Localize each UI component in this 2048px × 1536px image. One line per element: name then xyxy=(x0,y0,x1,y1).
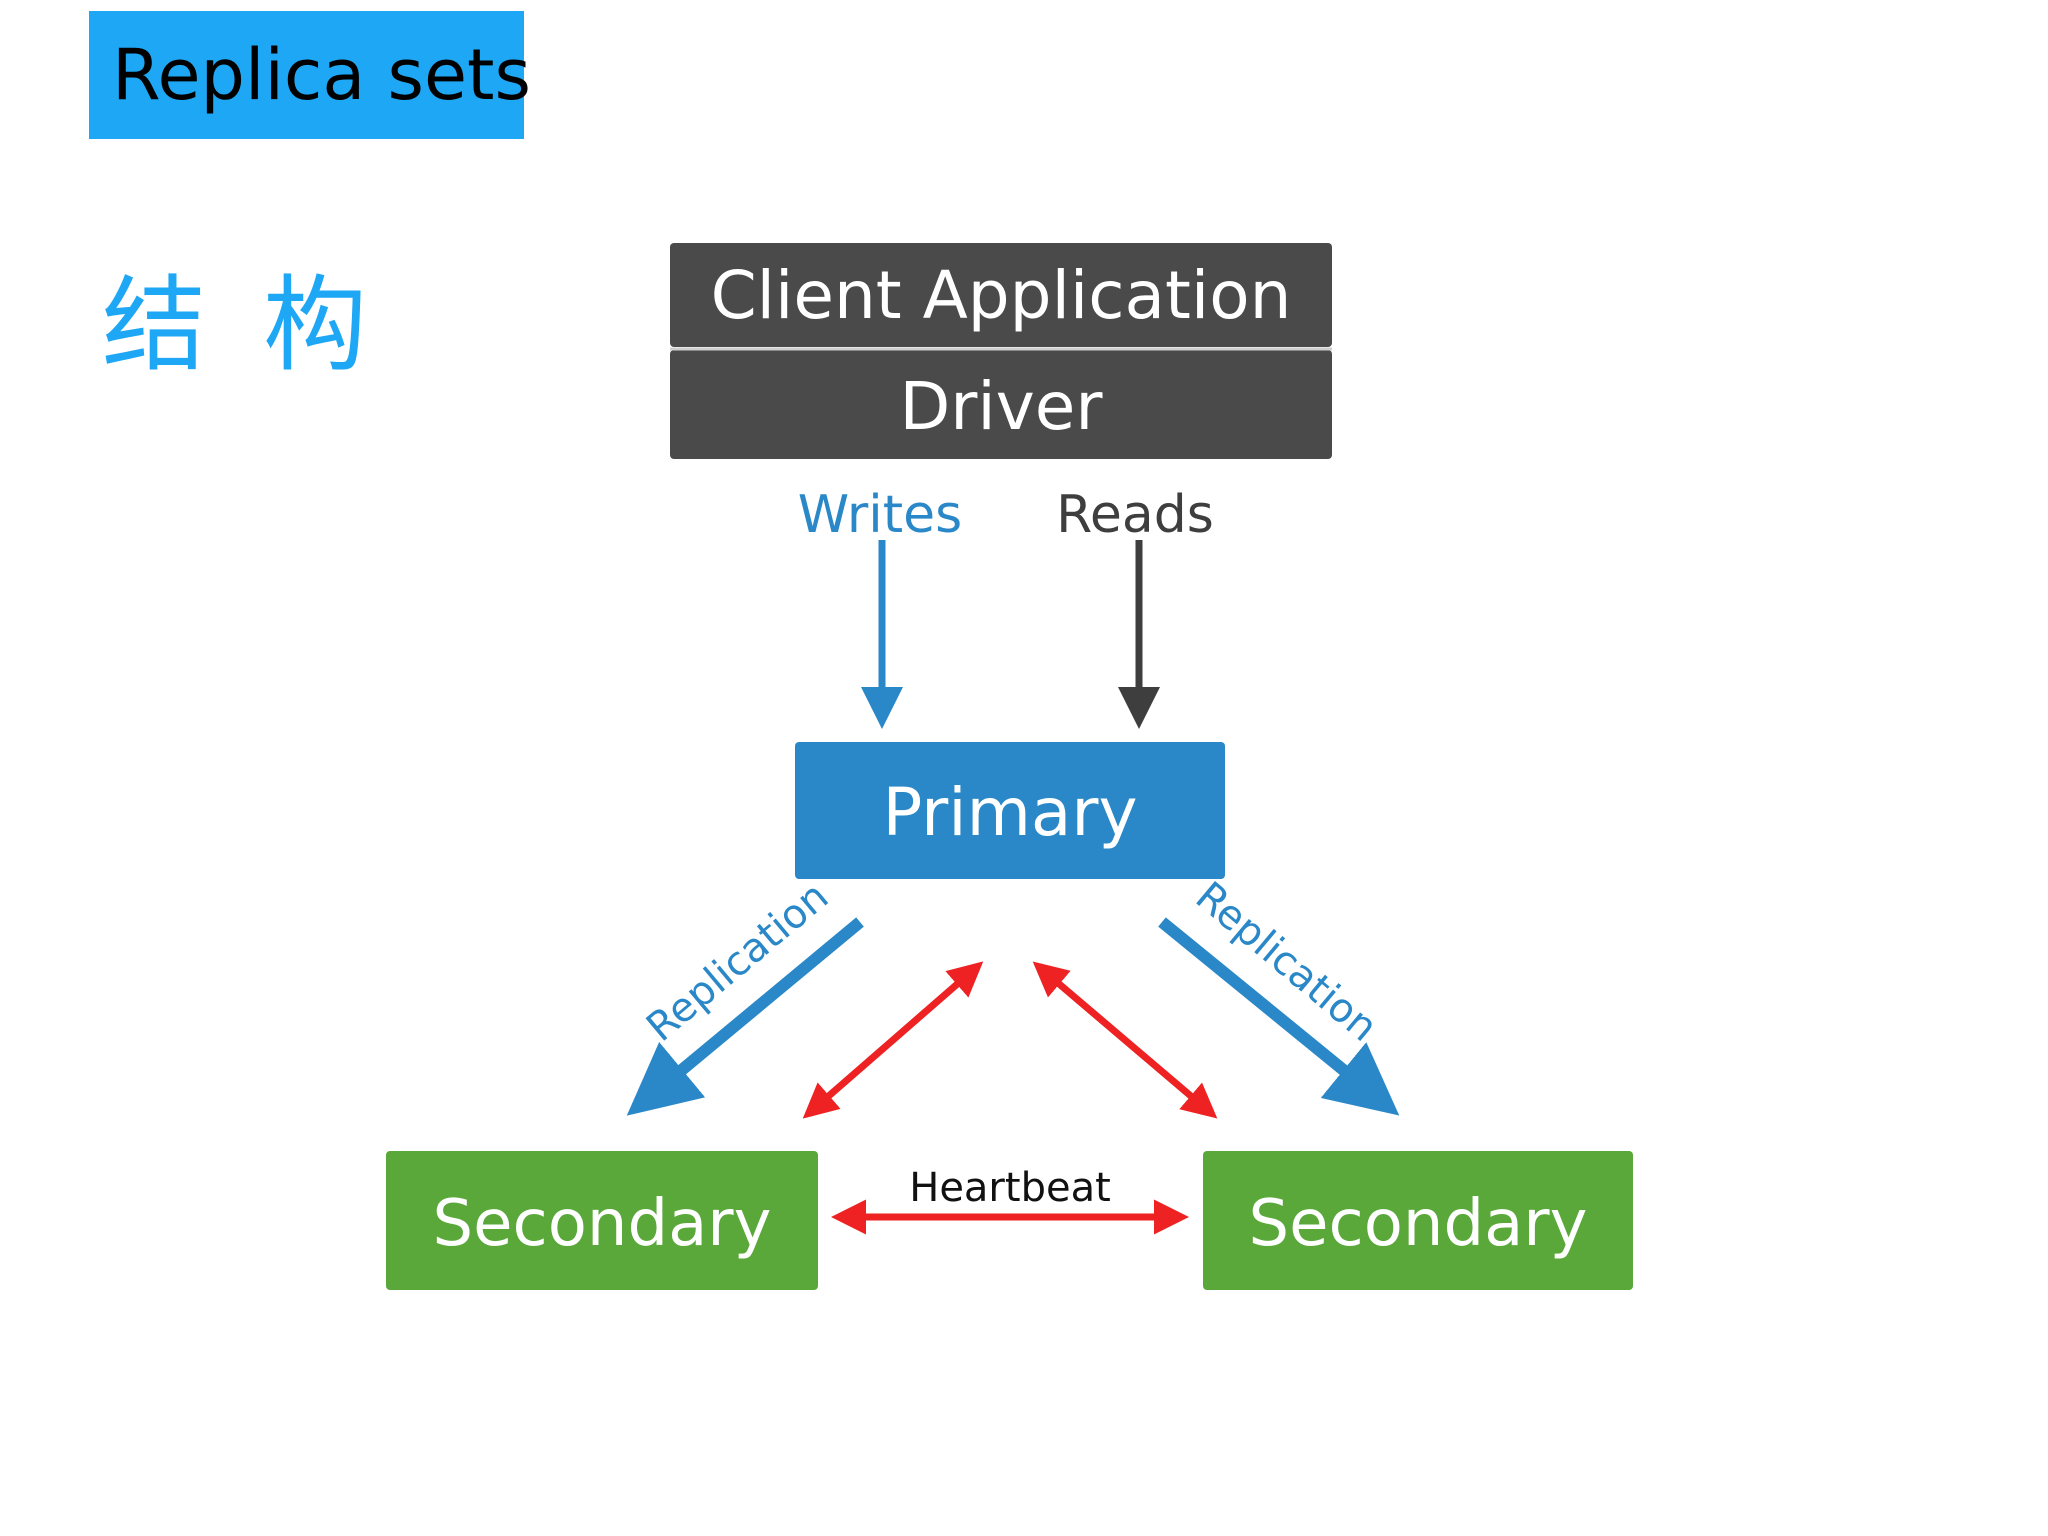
driver-box xyxy=(670,350,1332,459)
client-driver-stack: Client Application Driver xyxy=(670,243,1332,459)
secondary-left-node: Secondary xyxy=(386,1151,818,1290)
client-application-box xyxy=(670,243,1332,347)
reads-label: Reads xyxy=(1056,485,1214,545)
replication-right-arrow xyxy=(1158,917,1400,1116)
writes-label: Writes xyxy=(798,485,962,545)
primary-node: Primary xyxy=(795,742,1225,879)
primary-box xyxy=(795,742,1225,879)
slide-title: Replica sets xyxy=(112,34,531,116)
slide-subtitle: 结 构 xyxy=(102,264,380,386)
replication-left-arrow xyxy=(626,917,864,1116)
heartbeat-label: Heartbeat xyxy=(909,1165,1111,1211)
secondary-left-box xyxy=(386,1151,818,1290)
primary-label: Primary xyxy=(882,774,1137,851)
secondary-right-label: Secondary xyxy=(1249,1187,1588,1261)
slide-title-box: Replica sets xyxy=(89,11,531,139)
secondary-right-box xyxy=(1203,1151,1633,1290)
secondary-left-label: Secondary xyxy=(433,1187,772,1261)
driver-label: Driver xyxy=(899,368,1103,445)
heartbeat-primary-left-arrow xyxy=(802,961,984,1119)
client-application-label: Client Application xyxy=(711,257,1292,334)
secondary-right-node: Secondary xyxy=(1203,1151,1633,1290)
heartbeat-primary-right-arrow xyxy=(1032,961,1218,1119)
